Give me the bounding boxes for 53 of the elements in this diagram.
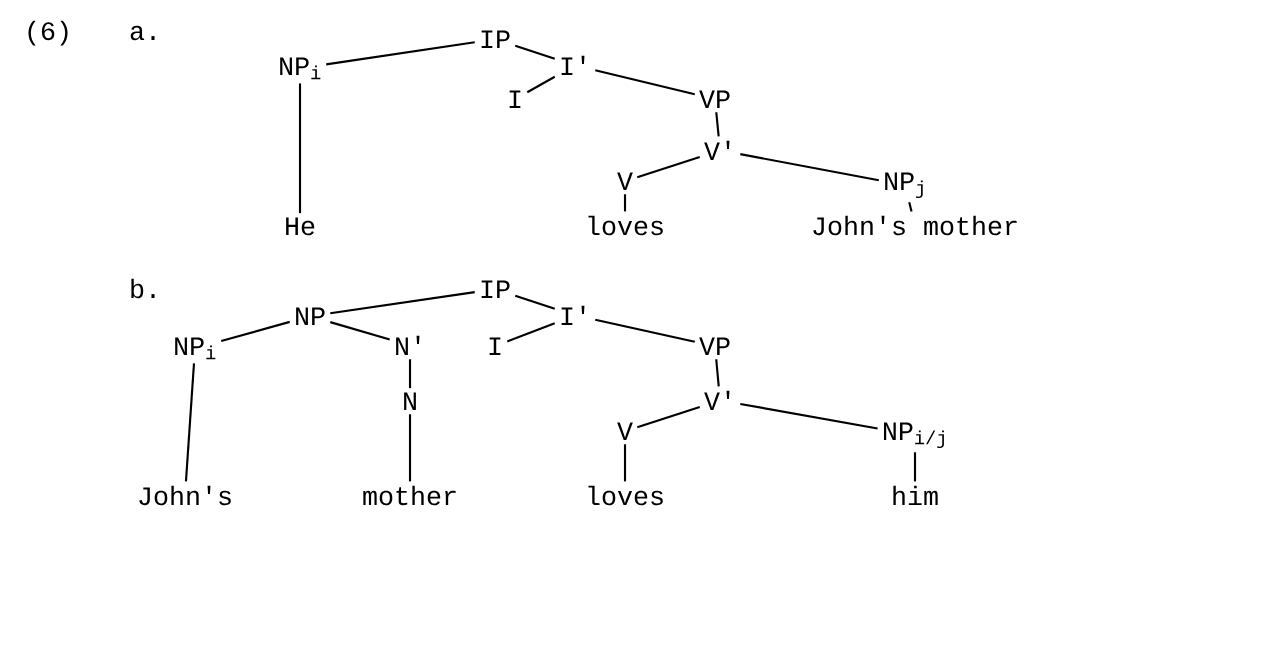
tree-label: John's mother (813, 215, 1017, 236)
tree-label: NP$_{i/j}$ (884, 422, 944, 448)
tree-branch (506, 322, 556, 343)
tree-branch (623, 194, 627, 212)
tree-branch (514, 44, 556, 60)
tree-branch (326, 41, 475, 66)
tree-branch (740, 402, 878, 430)
tree-label: mother (363, 485, 456, 506)
tree-label: He (286, 217, 315, 236)
example-letter: a. (130, 25, 155, 41)
tree-label: N' (396, 335, 420, 355)
tree-branch (715, 112, 720, 137)
tree-branch (595, 69, 695, 96)
tree-label: NP$_{i}$ (280, 57, 321, 80)
example-number: (6) (28, 20, 68, 46)
tree-branch (623, 444, 627, 482)
tree-branch (526, 75, 556, 94)
tree-label: I' (561, 305, 585, 325)
tree-branch (636, 155, 701, 179)
tree-label: V' (704, 390, 730, 410)
tree-label: V' (704, 140, 730, 160)
tree-branch (184, 363, 196, 482)
tree-label: I (489, 337, 501, 355)
tree-label: V (617, 422, 633, 440)
tree-branch (715, 359, 720, 387)
tree-label: I' (561, 55, 585, 75)
tree-label: NP (296, 307, 325, 325)
tree-branch (595, 318, 695, 343)
tree-label: I (509, 90, 521, 108)
tree-branch (220, 320, 291, 342)
tree-branch (330, 291, 475, 315)
tree-branch (636, 405, 701, 429)
tree-label: IP (481, 280, 510, 298)
tree-branch (408, 414, 412, 482)
tree-label: NP$_{j}$ (885, 172, 923, 198)
tree-label: NP$_{i}$ (175, 337, 216, 360)
tree-branch (298, 83, 302, 214)
tree-label: loves (588, 485, 663, 506)
tree-label: VP (699, 337, 730, 355)
example-letter: b. (131, 278, 155, 299)
tree-label: him (893, 485, 938, 505)
tree-label: VP (699, 90, 730, 108)
tree-branch (913, 452, 917, 482)
tree-branch (408, 359, 412, 389)
tree-label: N (404, 392, 416, 410)
tree-label: IP (481, 30, 510, 48)
tree-label: John's (139, 485, 231, 506)
tree-branch (740, 153, 879, 182)
tree-branch (330, 321, 391, 341)
tree-label: V (617, 172, 633, 190)
tree-branch (514, 294, 556, 310)
tree-label: loves (588, 215, 663, 236)
tree-branch (908, 202, 913, 212)
